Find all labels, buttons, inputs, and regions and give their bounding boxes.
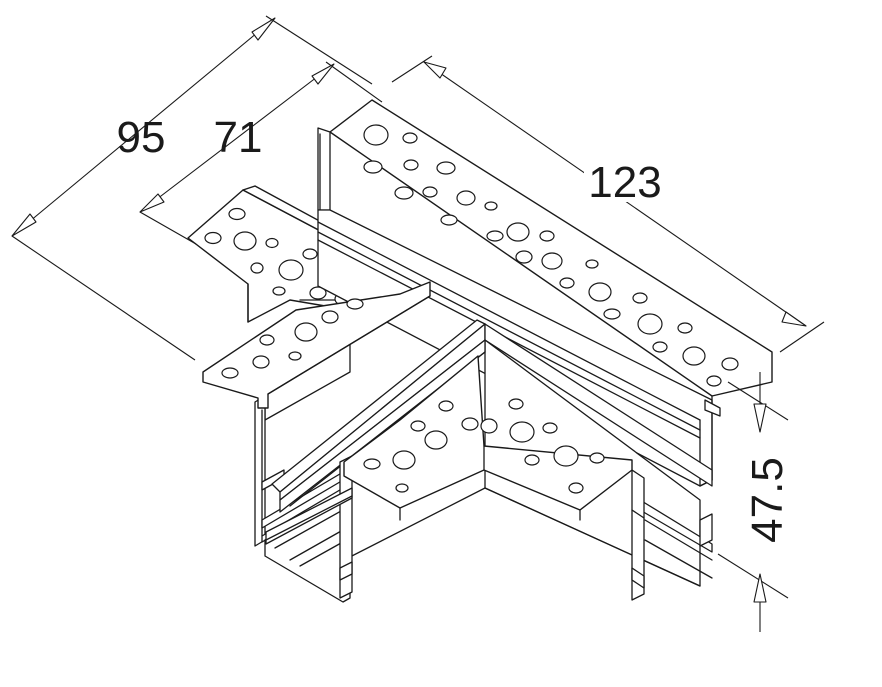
flange-hole xyxy=(228,207,246,221)
left-arm-front-flange xyxy=(202,281,431,409)
trunk-hole xyxy=(363,124,389,146)
dimension-label-95: 95 xyxy=(117,113,166,162)
dimension-label-71: 71 xyxy=(214,113,263,162)
dimension-label-123: 123 xyxy=(588,158,661,207)
dimension-47-5: 47.5 xyxy=(717,372,792,632)
dimension-123: 123 xyxy=(391,55,825,353)
dimension-95: 95 xyxy=(11,15,373,361)
front-branch xyxy=(265,319,713,601)
dimension-label-47-5: 47.5 xyxy=(743,457,792,543)
dimension-71: 71 xyxy=(139,61,383,245)
